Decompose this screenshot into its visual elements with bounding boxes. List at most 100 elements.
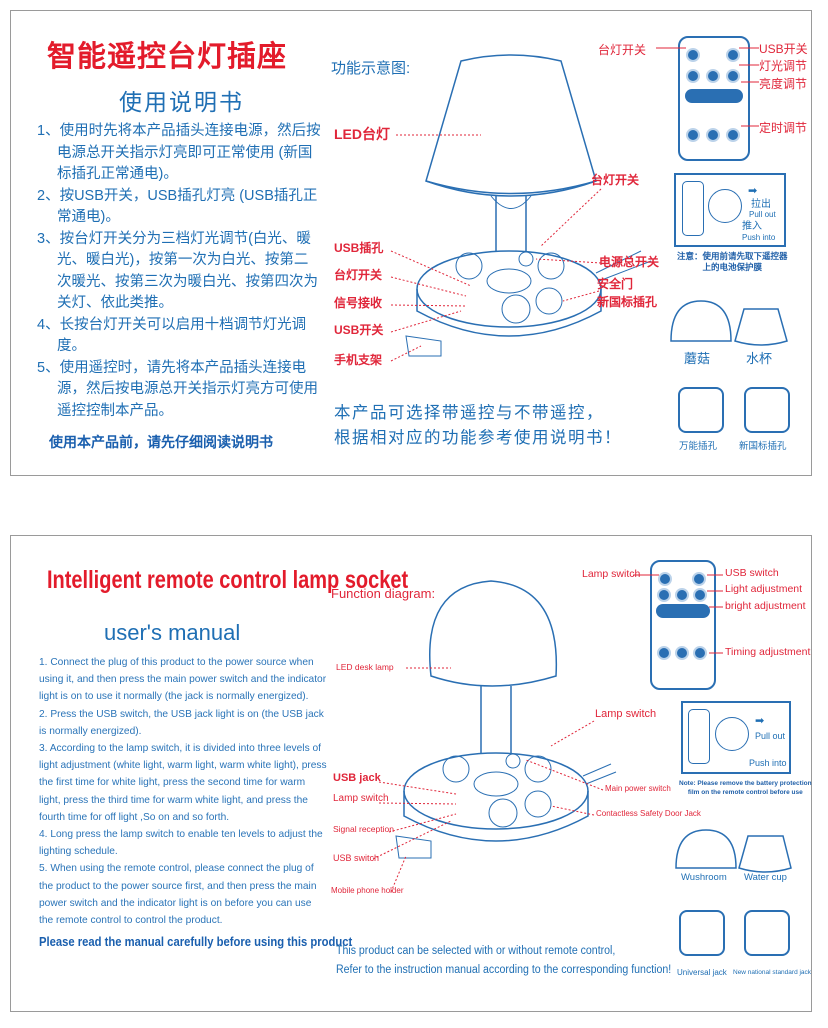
shade-mushroom-label: 蘑菇 (684, 351, 711, 366)
remote-label-lamp-switch: 台灯开关 (598, 43, 647, 57)
bottom-note-line: This product can be selected with or wit… (336, 945, 616, 957)
remote-brightness-bar (656, 604, 710, 618)
remote-control (678, 36, 750, 161)
label-usb-jack: USB jack (333, 772, 381, 784)
national-jack-label: New national standard jack (733, 969, 812, 976)
remote-label-light-adjust: 灯光调节 (759, 59, 808, 73)
remote-control (650, 560, 716, 690)
remote-label-timing: Timing adjustment (725, 646, 811, 658)
manual-panel-english: Intelligent remote control lamp socket u… (10, 535, 812, 1012)
remote-usb-power-button (726, 48, 740, 62)
remote-lamp-power-button (686, 48, 700, 62)
arrow-right-icon: ➡ (755, 715, 765, 727)
national-jack-icon (744, 910, 790, 956)
title: 智能遥控台灯插座 (47, 41, 288, 73)
label-lamp-switch: 台灯开关 (334, 268, 383, 282)
label-safety-door: Contactless Safety Door Jack (596, 809, 701, 818)
remote-brightness-bar (685, 89, 743, 103)
remote-lamp-power-button (658, 572, 672, 586)
instruction-item: 1、使用时先将本产品插头连接电源，然后按电源总开关指示灯亮即可正常使用 (新国标… (37, 123, 321, 182)
push-label: 推入 (742, 221, 762, 232)
remote-leader-lines (633, 574, 723, 654)
push-label-en: Push into (742, 233, 776, 242)
instruction-item: 3. According to the lamp switch, it is d… (39, 743, 327, 823)
footer-note: 使用本产品前，请先仔细阅读说明书 (49, 434, 273, 450)
footer-note: Please read the manual carefully before … (39, 935, 353, 950)
label-safety-door: 安全门 (597, 277, 634, 291)
instruction-list: 1. Connect the plug of this product to t… (39, 654, 327, 929)
label-phone-holder: 手机支架 (334, 353, 383, 367)
subtitle: 使用说明书 (119, 89, 244, 115)
remote-timer-button (706, 128, 720, 142)
shade-cup-label: Water cup (744, 872, 787, 883)
battery-note: Note: Please remove the battery protecti… (679, 780, 812, 796)
pull-label: 拉出 (751, 199, 771, 210)
label-led-lamp: LED台灯 (334, 126, 390, 142)
remote-label-timing: 定时调节 (759, 121, 808, 135)
remote-timer-button (693, 646, 707, 660)
arrow-right-icon: ➡ (748, 185, 758, 197)
bottom-note-line: 根据相对应的功能参考使用说明书！ (334, 429, 622, 447)
remote-timer-button (686, 128, 700, 142)
universal-jack-label: Universal jack (677, 968, 727, 977)
battery-coin-icon (715, 717, 749, 751)
instruction-item: 5、使用遥控时，请先将本产品插头连接电源，然后按电源总开关指示灯亮方可使用遥控控… (37, 359, 318, 419)
bottom-note: This product can be selected with or wit… (336, 942, 671, 980)
battery-diagram: ➡ Pull out Push into (681, 701, 791, 774)
instruction-item: 4. Long press the lamp switch to enable … (39, 829, 323, 858)
label-phone-holder: Mobile phone holder (331, 886, 404, 895)
instruction-item: 1. Connect the plug of this product to t… (39, 657, 327, 703)
label-lamp-switch-top: 台灯开关 (591, 173, 640, 187)
remote-label-usb-switch: USB switch (725, 567, 779, 579)
remote-timer-button (657, 646, 671, 660)
label-usb-jack: USB插孔 (334, 241, 384, 255)
label-signal-reception: 信号接收 (334, 296, 383, 310)
remote-label-lamp-switch: Lamp switch (582, 568, 641, 580)
instruction-item: 4、长按台灯开关可以启用十档调节灯光调度。 (37, 316, 307, 355)
pull-label-en: Pull out (749, 210, 776, 219)
bottom-note-line: 本产品可选择带遥控与不带遥控， (334, 404, 604, 422)
label-main-power: Main power switch (605, 784, 671, 793)
label-usb-switch: USB switch (333, 853, 380, 863)
label-national-jack: 新国标插孔 (597, 295, 658, 309)
universal-jack-icon (678, 387, 724, 433)
battery-tray-icon (688, 709, 710, 764)
lamp-illustration (372, 580, 617, 893)
shade-options (670, 300, 788, 346)
remote-leader-lines (656, 47, 759, 127)
battery-note: 注意：使用前请先取下遥控器上的电池保护膜 (677, 251, 788, 272)
bottom-note: 本产品可选择带遥控与不带遥控， 根据相对应的功能参考使用说明书！ (334, 401, 622, 451)
remote-label-brightness: bright adjustment (725, 600, 806, 612)
remote-timer-button (726, 128, 740, 142)
label-signal-reception: Signal reception (333, 824, 394, 834)
remote-light-button (686, 69, 700, 83)
instruction-item: 3、按台灯开关分为三档灯光调节(白光、暖光、暖白光)，按第一次为白光、按第二次暖… (37, 230, 318, 312)
battery-diagram: ➡ 拉出 Pull out 推入 Push into (674, 173, 786, 247)
remote-usb-power-button (692, 572, 706, 586)
remote-light-button (693, 588, 707, 602)
label-lamp-switch-top: Lamp switch (595, 708, 657, 720)
label-led-lamp: LED desk lamp (336, 662, 394, 672)
remote-label-usb-switch: USB开关 (759, 42, 808, 56)
manual-panel-chinese: 智能遥控台灯插座 使用说明书 1、使用时先将本产品插头连接电源，然后按电源总开关… (10, 10, 812, 476)
title: Intelligent remote control lamp socket (47, 566, 409, 594)
instruction-column: 1、使用时先将本产品插头连接电源，然后按电源总开关指示灯亮即可正常使用 (新国标… (37, 121, 322, 452)
label-usb-switch: USB开关 (334, 323, 384, 337)
lamp-illustration (390, 54, 652, 362)
instruction-item: 2. Press the USB switch, the USB jack li… (39, 708, 324, 737)
national-jack-label: 新国标插孔 (739, 441, 787, 452)
universal-jack-icon (679, 910, 725, 956)
remote-light-button (726, 69, 740, 83)
instruction-list: 1、使用时先将本产品插头连接电源，然后按电源总开关指示灯亮即可正常使用 (新国标… (37, 121, 322, 422)
remote-timer-button (675, 646, 689, 660)
diagram-title: 功能示意图: (331, 60, 411, 77)
subtitle: user's manual (104, 620, 241, 645)
remote-label-brightness: 亮度调节 (759, 77, 808, 91)
push-label: Push into (749, 758, 787, 768)
instruction-item: 2、按USB开关，USB插孔灯亮 (USB插孔正常通电)。 (37, 187, 318, 226)
battery-tray-icon (682, 181, 704, 236)
remote-light-button (675, 588, 689, 602)
label-main-power: 电源总开关 (599, 255, 660, 269)
pull-label: Pull out (755, 731, 786, 741)
diagram-title: Function diagram: (331, 586, 436, 601)
